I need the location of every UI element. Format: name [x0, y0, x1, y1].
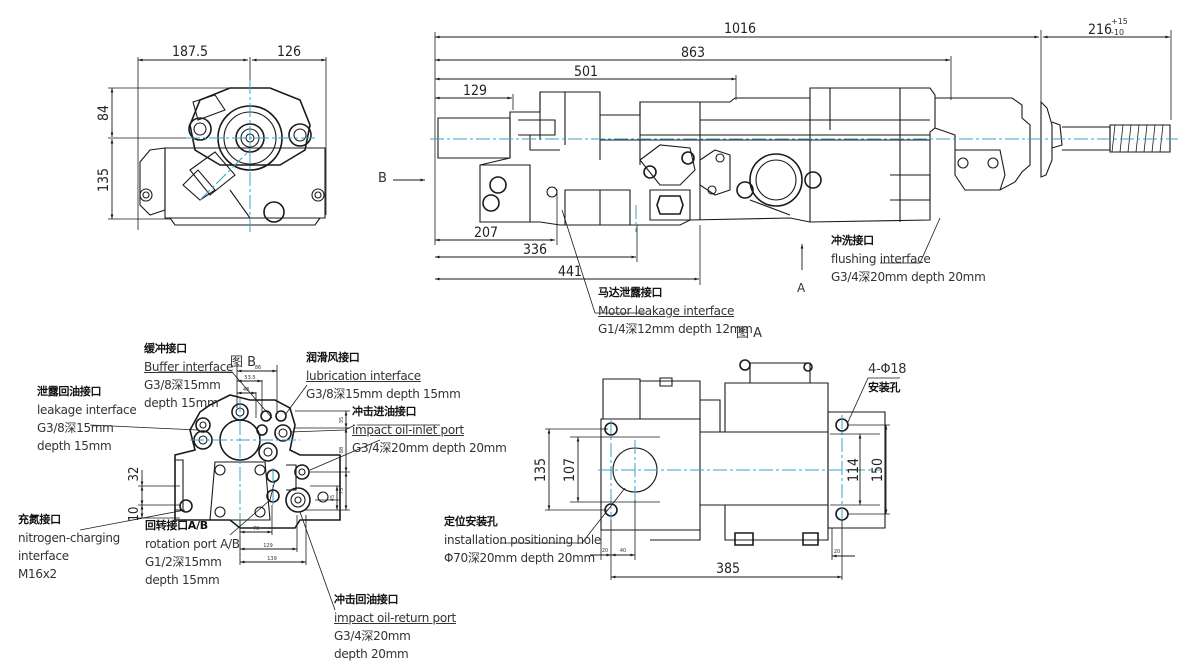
dim-139: 139	[267, 556, 277, 562]
callout-buffer: 缓冲接口 Buffer interface G3/8深15mm depth 15…	[144, 342, 234, 410]
dim-20-right: 20	[834, 549, 840, 555]
dim-86: 86	[255, 365, 261, 371]
dim-207: 207	[474, 225, 498, 241]
dim-53-5: 53.5	[244, 375, 255, 381]
dim-216: 216	[1088, 22, 1112, 38]
dim-135-bottom: 135	[533, 458, 549, 482]
view-b-title: 图 B	[230, 355, 257, 370]
dim-45: 45	[330, 495, 336, 501]
callout-impact-return: 冲击回油接口 impact oil-return port G3/4深20mm …	[334, 593, 456, 661]
callout-motor-leakage: 马达泄露接口 Motor leakage interface G1/4深12mm…	[598, 286, 753, 336]
dim-150: 150	[870, 458, 886, 482]
end-view: 187.5 126 84 135	[96, 44, 327, 232]
dim-84: 84	[96, 105, 112, 121]
dim-501: 501	[574, 64, 598, 80]
callout-lubrication: 润滑风接口 lubrication interface G3/8深15mm de…	[306, 351, 461, 401]
dim-114: 114	[846, 458, 862, 482]
bottom-view: 135 107 114 150 20 40 20 385	[500, 359, 900, 580]
dim-32: 32	[127, 467, 142, 482]
dim-1016: 1016	[724, 21, 756, 37]
callout-positioning-hole: 定位安装孔 installation positioning hole Φ70深…	[444, 515, 601, 565]
callout-leakage: 泄露回油接口 leakage interface G3/8深15mm depth…	[37, 385, 137, 453]
dim-10: 10	[127, 507, 142, 522]
dim-129: 129	[463, 83, 487, 99]
tol-upper: +15	[1111, 17, 1128, 26]
dim-441: 441	[558, 264, 582, 280]
dim-107: 107	[562, 458, 578, 482]
callout-impact-inlet: 冲击进油接口 impact oil-inlet port G3/4深20mm d…	[352, 405, 507, 455]
dim-48: 48	[243, 387, 249, 393]
dim-75: 75	[339, 488, 345, 494]
callout-flushing: 冲洗接口 flushing interface G3/4深20mm depth …	[831, 234, 986, 284]
tol-lower: -10	[1111, 28, 1124, 37]
dim-20-left: 20	[602, 548, 608, 554]
dim-385: 385	[716, 561, 740, 577]
callout-rotation: 回转接口A/B rotation port A/B G1/2深15mm dept…	[145, 519, 240, 587]
side-view: 1016 863 501 129 216 +15 -10	[430, 17, 1178, 314]
dim-336: 336	[523, 242, 547, 258]
dim-88: 88	[339, 447, 345, 453]
rear-view: 86 53.5 48	[79, 362, 440, 611]
dim-40: 40	[620, 548, 626, 554]
dim-187-5: 187.5	[172, 44, 208, 60]
dim-35: 35	[339, 417, 345, 423]
dim-135: 135	[96, 168, 112, 192]
dim-129-rear: 129	[263, 543, 273, 549]
dim-863: 863	[681, 45, 705, 61]
dim-126: 126	[277, 44, 301, 60]
view-arrow-b-label: B	[378, 171, 387, 186]
view-a-title: 图 A	[736, 326, 763, 341]
dim-70: 70	[253, 526, 259, 532]
callout-mounting-holes: 4-Φ18 安装孔	[868, 362, 907, 394]
view-arrow-a-label: A	[797, 281, 806, 295]
callout-nitrogen: 充氮接口 nitrogen-charging interface M16x2	[18, 513, 120, 581]
